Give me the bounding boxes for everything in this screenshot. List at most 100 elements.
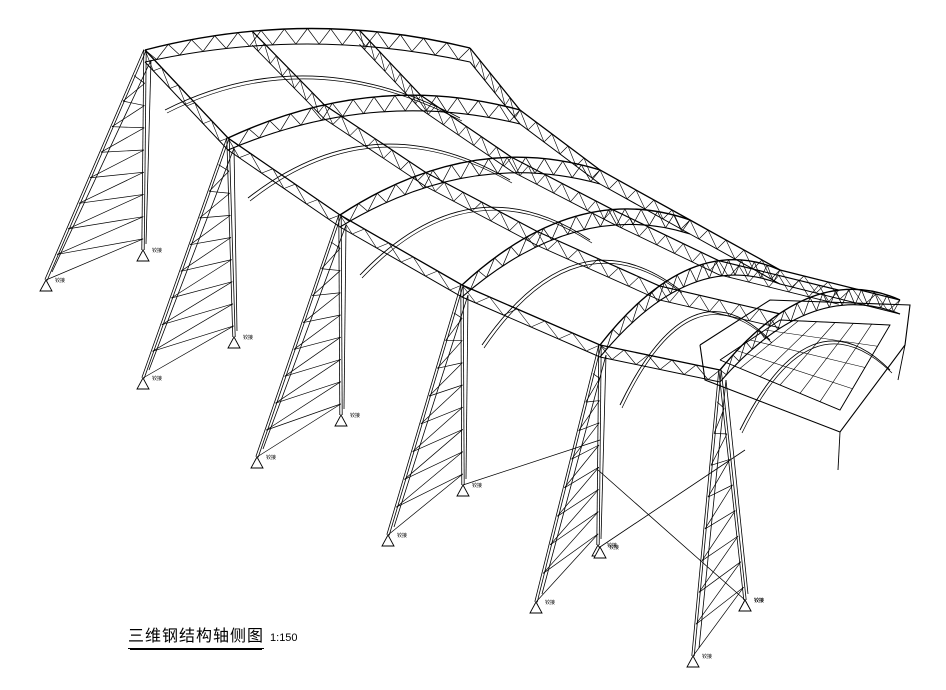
roof-web bbox=[423, 38, 436, 56]
roof-web bbox=[624, 208, 634, 225]
mid-web bbox=[638, 276, 650, 296]
mid-web bbox=[536, 231, 548, 251]
roof-web bbox=[591, 212, 601, 227]
roof-web bbox=[632, 209, 642, 225]
leg-web bbox=[111, 105, 145, 127]
roof-web bbox=[237, 32, 250, 47]
roof-web bbox=[434, 42, 448, 56]
roof-web bbox=[534, 158, 545, 174]
mid-web bbox=[519, 165, 529, 176]
edge-web bbox=[599, 169, 610, 190]
leg-chord bbox=[46, 50, 147, 281]
drawing-scale: 1:150 bbox=[270, 632, 298, 644]
mid-web bbox=[669, 290, 680, 303]
roof-web bbox=[534, 228, 544, 248]
leg-web bbox=[585, 378, 600, 403]
roof-web bbox=[728, 259, 736, 276]
leg-web bbox=[293, 336, 341, 350]
leg-chord bbox=[541, 354, 607, 595]
leg-chord bbox=[725, 379, 749, 595]
roof-web bbox=[525, 157, 536, 174]
mid-web bbox=[749, 308, 760, 321]
leg-web bbox=[171, 259, 232, 299]
leg-web bbox=[557, 466, 600, 517]
roof-web bbox=[702, 264, 710, 279]
leg-web bbox=[420, 406, 463, 425]
edge-web bbox=[144, 49, 154, 71]
leg-chord bbox=[465, 294, 469, 480]
edge-web bbox=[484, 72, 491, 81]
mid-web bbox=[659, 285, 670, 303]
arch-rib bbox=[739, 340, 891, 431]
mid-web bbox=[709, 260, 720, 271]
roof-web bbox=[269, 120, 281, 132]
mid-web bbox=[759, 308, 770, 326]
support-outer-2: 铰接 bbox=[136, 375, 162, 390]
support-label: 铰接 bbox=[397, 532, 407, 539]
leg-web bbox=[571, 422, 600, 460]
mid-web bbox=[699, 295, 710, 312]
roof-web bbox=[600, 209, 609, 227]
mid-web bbox=[628, 276, 640, 287]
mid-web bbox=[312, 92, 319, 113]
roof-web bbox=[365, 31, 378, 47]
leg-chord bbox=[228, 137, 236, 337]
roof-bottom-chord bbox=[144, 43, 471, 63]
mid-web bbox=[570, 191, 580, 202]
leg-web bbox=[404, 429, 463, 480]
mid-web bbox=[647, 226, 658, 246]
edge-web bbox=[509, 97, 516, 118]
mid-web bbox=[553, 183, 563, 194]
mid-web bbox=[629, 217, 640, 237]
mid-web bbox=[324, 104, 334, 125]
roof-web bbox=[625, 315, 633, 323]
arch-rib bbox=[359, 206, 591, 276]
roof-web bbox=[494, 257, 503, 267]
leg-web bbox=[549, 489, 599, 546]
edge-web bbox=[671, 209, 682, 230]
roof-web bbox=[156, 44, 169, 60]
rear-platform-frame bbox=[699, 299, 911, 433]
leg-chord bbox=[462, 284, 465, 485]
leg-web bbox=[275, 381, 341, 404]
roof-web bbox=[559, 221, 569, 235]
edge-web bbox=[527, 121, 537, 131]
roof-web bbox=[612, 329, 620, 336]
support-inner-1: 铰接 bbox=[136, 247, 162, 262]
roof-web bbox=[353, 29, 366, 47]
roof-web bbox=[551, 221, 561, 241]
leg-web bbox=[275, 359, 341, 404]
roof-web bbox=[425, 95, 437, 112]
mid-web bbox=[598, 258, 609, 278]
leg-chord bbox=[233, 147, 238, 332]
edge-web bbox=[475, 296, 490, 304]
roof-web bbox=[272, 28, 285, 46]
roof-web bbox=[477, 100, 490, 118]
support-triangle-icon bbox=[227, 336, 241, 349]
support-triangle-icon bbox=[250, 456, 264, 469]
leg-web bbox=[713, 408, 725, 434]
mid-web bbox=[587, 200, 596, 211]
edge-web bbox=[683, 364, 697, 375]
leg-web bbox=[420, 384, 463, 425]
leg-web bbox=[396, 473, 464, 508]
edge-web bbox=[623, 349, 637, 365]
mid-web bbox=[665, 235, 675, 254]
mid-web bbox=[511, 157, 521, 176]
mid-web bbox=[425, 172, 436, 192]
leg-web bbox=[592, 373, 600, 379]
support-triangle-icon bbox=[136, 377, 150, 390]
roof-web bbox=[311, 107, 323, 121]
edge-web bbox=[516, 308, 532, 328]
edge-web bbox=[875, 293, 889, 312]
leg-web bbox=[412, 406, 463, 452]
mid-web bbox=[691, 251, 702, 263]
roof-web bbox=[790, 303, 798, 323]
edge-web bbox=[239, 153, 251, 158]
leg-web bbox=[585, 400, 600, 403]
edge-chord bbox=[144, 49, 721, 371]
leg-web bbox=[330, 241, 341, 249]
edge-web bbox=[591, 169, 601, 179]
leg-web bbox=[550, 511, 599, 546]
roof-web bbox=[518, 236, 528, 257]
